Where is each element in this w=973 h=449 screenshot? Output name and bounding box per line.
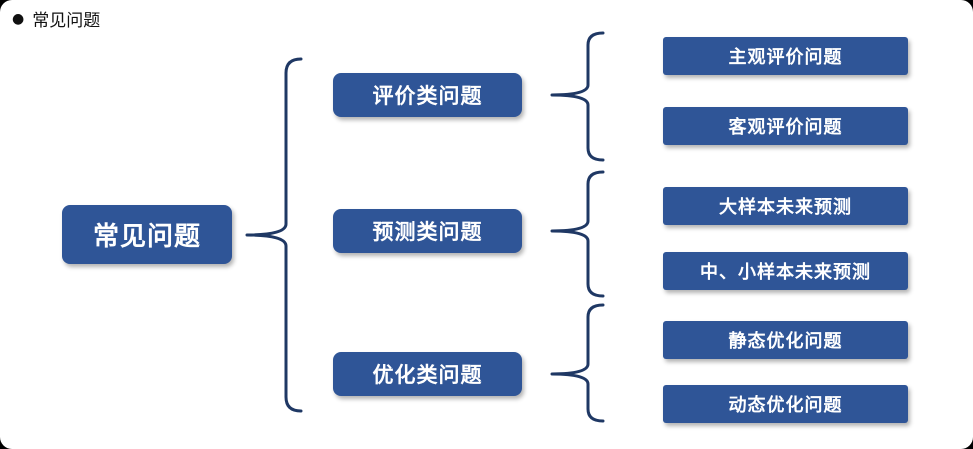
brace-branch2-connector [550, 170, 605, 298]
leaf-node-dynamic-optimization: 动态优化问题 [663, 385, 908, 423]
bullet-icon: ● [12, 10, 25, 27]
leaf-node-subjective-evaluation: 主观评价问题 [663, 37, 908, 75]
leaf-node-static-optimization: 静态优化问题 [663, 321, 908, 359]
leaf-node-large-sample-prediction: 大样本未来预测 [663, 187, 908, 225]
brace-branch1-connector [550, 31, 605, 162]
leaf-node-small-sample-prediction: 中、小样本未来预测 [663, 252, 908, 290]
page-title-text: 常见问题 [32, 11, 101, 31]
page-title: ● 常见问题 [12, 6, 100, 31]
branch-node-optimization: 优化类问题 [333, 352, 522, 396]
brace-root-connector [245, 57, 303, 413]
leaf-node-objective-evaluation: 客观评价问题 [663, 107, 908, 145]
branch-node-prediction: 预测类问题 [333, 209, 522, 253]
root-node: 常见问题 [62, 205, 232, 264]
brace-branch3-connector [550, 303, 605, 423]
branch-node-evaluation: 评价类问题 [333, 73, 522, 117]
